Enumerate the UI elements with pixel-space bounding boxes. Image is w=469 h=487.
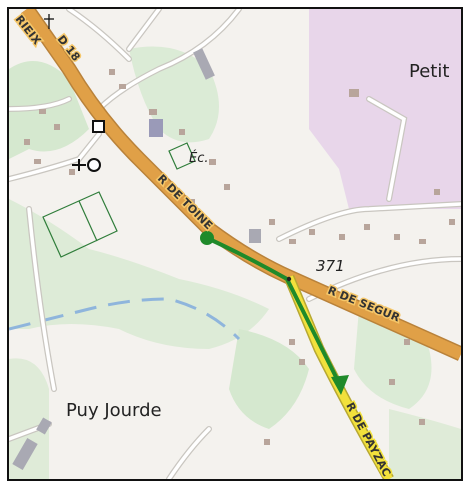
route-arrow-icon [331,375,349,395]
school-label: Éc. [189,150,209,166]
map-viewport[interactable]: Puy Jourde Petit Éc. 371 D 18 RIEIX R DE… [7,7,463,481]
route-line [200,231,349,395]
place-label-puy-jourde: Puy Jourde [66,400,162,421]
route-start-icon[interactable] [200,231,214,245]
stream [9,297,241,341]
map-canvas[interactable]: Puy Jourde Petit Éc. 371 D 18 RIEIX R DE… [9,9,461,479]
gray-blocks [12,48,261,470]
place-label-petit: Petit [409,61,449,82]
cross-icon [44,14,54,29]
elevation-label: 371 [316,257,345,275]
church-icon [72,120,105,172]
elevation-point-icon [286,276,292,282]
sports-fields [42,142,196,258]
secondary-road-fill [285,275,393,479]
